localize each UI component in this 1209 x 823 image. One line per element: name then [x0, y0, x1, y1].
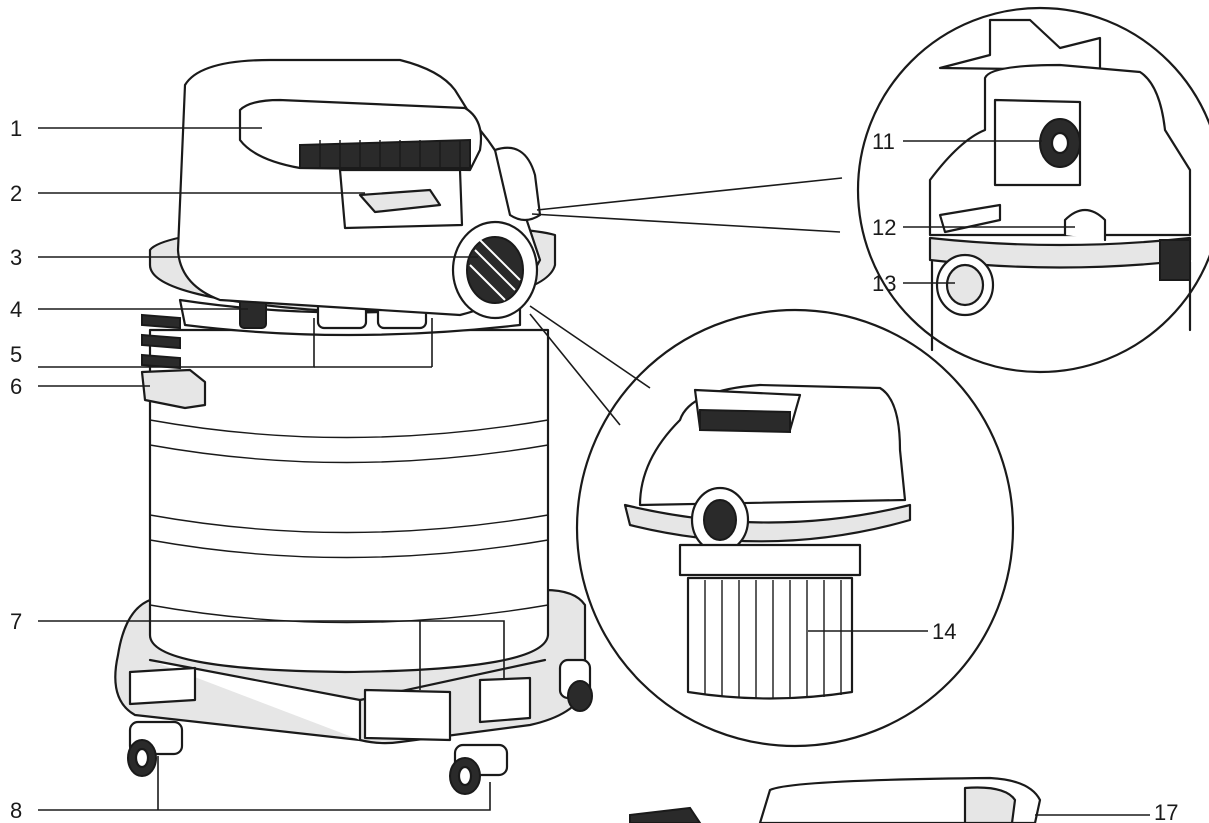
callout-11: 11 [872, 129, 895, 154]
filter-detail-icon [623, 383, 912, 700]
callout-4: 4 [10, 297, 22, 322]
caster-wheel-icon [449, 743, 509, 795]
callout-13: 13 [872, 271, 896, 296]
callout-7: 7 [10, 609, 22, 634]
callout-12: 12 [872, 215, 896, 240]
callout-5: 5 [10, 342, 22, 367]
caster-wheel-icon [558, 658, 593, 712]
power-head-detail-icon [928, 18, 1192, 352]
callout-6: 6 [10, 374, 22, 399]
callout-2: 2 [10, 181, 22, 206]
callout-14: 14 [932, 619, 956, 644]
callout-17: 17 [1154, 800, 1178, 823]
wet-dry-vacuum-icon [114, 58, 593, 795]
leader-lines [38, 127, 1150, 816]
callout-8: 8 [10, 798, 22, 823]
callout-1: 1 [10, 116, 22, 141]
callout-3: 3 [10, 245, 22, 270]
caster-wheel-icon [127, 720, 184, 777]
accessory-icon [629, 776, 1042, 823]
